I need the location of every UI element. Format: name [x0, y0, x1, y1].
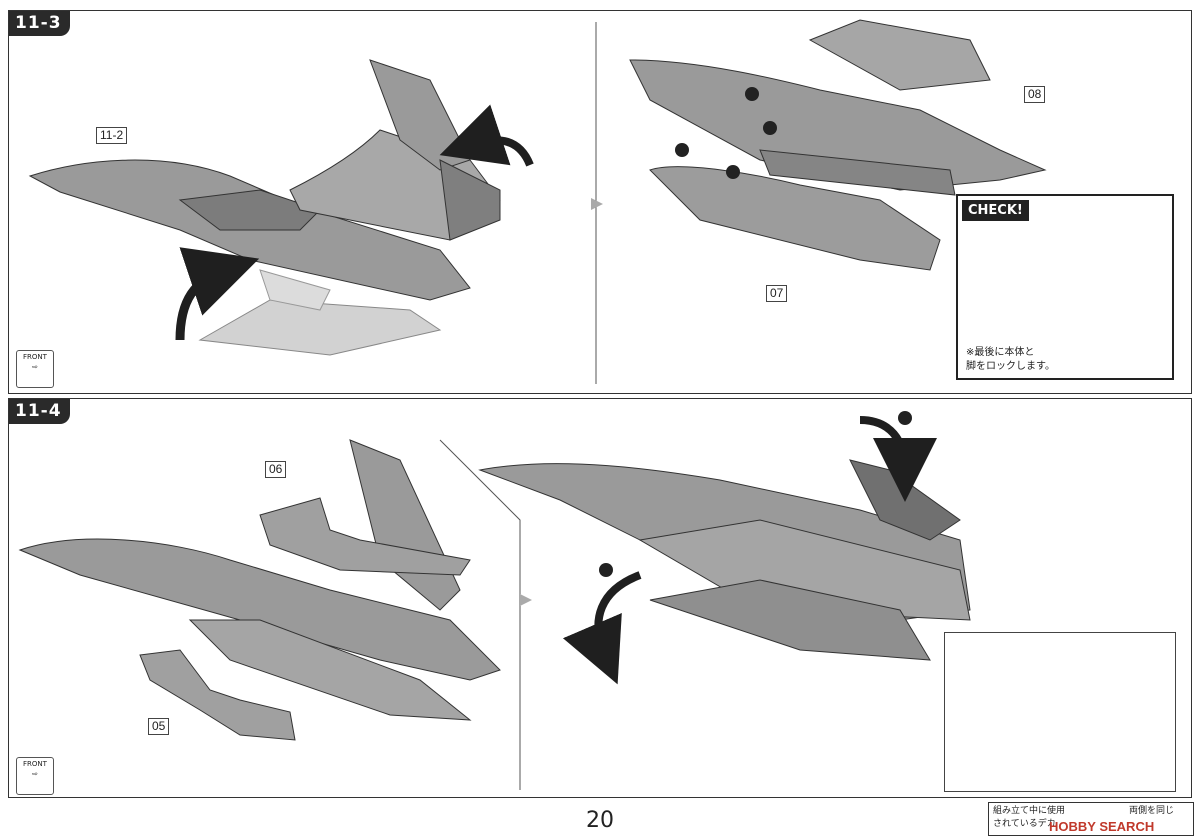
part-tag-07: 07 — [766, 285, 788, 302]
jet-fuselage-top-left — [28, 59, 501, 301]
rotate-arrow-wing — [439, 104, 534, 167]
arrow-icon: ⇨ — [32, 770, 38, 778]
part-06-piece — [259, 497, 471, 576]
part-tag-05: 05 — [148, 718, 170, 735]
page-number: 20 — [586, 808, 614, 833]
jet-body-top-right — [629, 19, 1047, 196]
check-note-line: ※最後に本体と — [966, 347, 1035, 358]
step-number-badge: 11-4 — [9, 399, 70, 424]
footer-side-text: 両側を同じ — [1129, 806, 1175, 816]
rotate-arrow-left — [562, 571, 642, 685]
ghost-wing-top-left — [198, 269, 442, 356]
part-tag-08: 08 — [1024, 86, 1046, 103]
footer-text-line: 組み立て中に使用 — [993, 806, 1066, 816]
part-tag-06: 06 — [265, 461, 287, 478]
jet-fuselage-bottom-left — [18, 439, 501, 721]
part-05-piece — [139, 649, 296, 741]
step-number-badge: 11-3 — [9, 11, 70, 36]
front-label: FRONT — [23, 760, 47, 768]
arrow-icon: ⇨ — [32, 363, 38, 371]
panel-divider — [439, 439, 521, 790]
detail-callout — [944, 632, 1176, 792]
front-label: FRONT — [23, 353, 47, 361]
jet-assembled-bottom-right — [478, 459, 971, 661]
check-callout: CHECK! ※最後に本体と 脚をロックします。 — [956, 194, 1174, 380]
leg-part-07 — [649, 166, 941, 271]
arrow-cluster — [675, 87, 777, 179]
rotate-arrow-up — [175, 247, 260, 341]
step-marker-1 — [599, 563, 613, 577]
check-label: CHECK! — [962, 200, 1029, 221]
check-note: ※最後に本体と 脚をロックします。 — [966, 346, 1055, 374]
front-direction-icon: FRONT ⇨ — [16, 757, 54, 795]
hobby-search-logo: HOBBY SEARCH — [1049, 819, 1155, 834]
next-step-arrow — [591, 198, 603, 210]
step-marker-1 — [898, 411, 912, 425]
footer-legend: 組み立て中に使用 されているデカ 両側を同じ HOBBY SEARCH — [988, 802, 1194, 836]
rotate-arrow-right — [859, 416, 937, 502]
footer-text-line: されているデカ — [993, 819, 1056, 829]
next-step-arrow — [520, 594, 532, 606]
front-direction-icon: FRONT ⇨ — [16, 350, 54, 388]
part-tag-11-2: 11-2 — [96, 127, 128, 144]
check-note-line: 脚をロックします。 — [966, 361, 1055, 372]
